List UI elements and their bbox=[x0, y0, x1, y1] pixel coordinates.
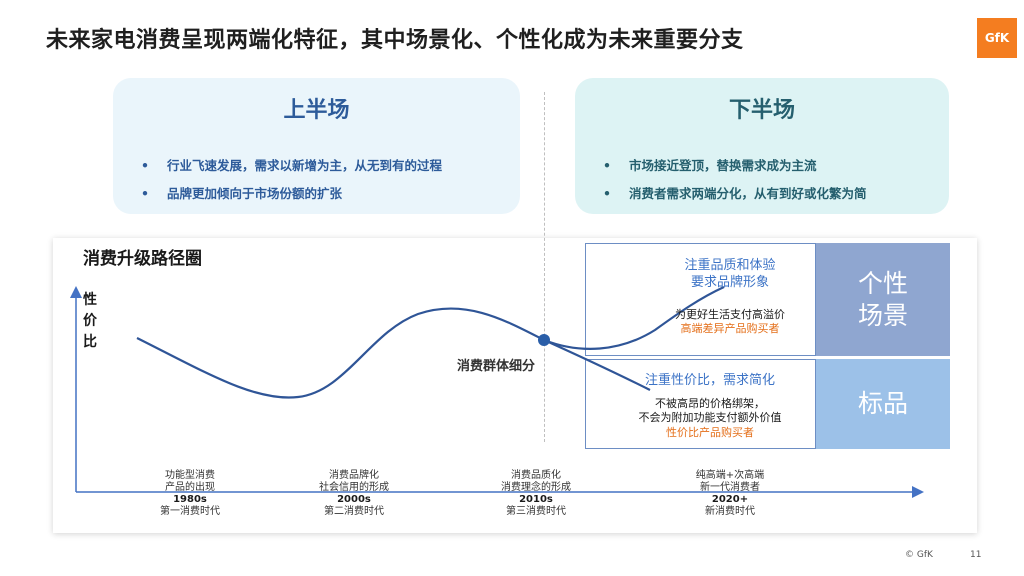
first-half-title: 上半场 bbox=[283, 98, 350, 123]
chart-title: 消费升级路径圈 bbox=[83, 249, 202, 269]
era-2000s: 消费品牌化 社会信用的形成 2000s 第二消费时代 bbox=[319, 470, 389, 517]
value-heading: 注重性价比，需求简化 bbox=[644, 373, 775, 388]
bullet-icon: • bbox=[141, 186, 149, 201]
era-2020plus: 纯高端+次高端 新一代消费者 2020+ 新消费时代 bbox=[695, 470, 765, 517]
era-2010s: 消费品质化 消费理念的形成 2010s 第三消费时代 bbox=[501, 470, 571, 517]
second-half-card: 下半场 •市场接近登顶，替换需求成为主流 •消费者需求两端分化，从有到好或化繁为… bbox=[575, 78, 949, 214]
premium-heading-1: 注重品质和体验 bbox=[684, 258, 776, 273]
premium-buyers: 高端差异产品购买者 bbox=[680, 322, 780, 335]
list-item: •消费者需求两端分化，从有到好或化繁为简 bbox=[603, 180, 867, 208]
premium-heading-2: 要求品牌形象 bbox=[690, 275, 769, 290]
second-half-title: 下半场 bbox=[728, 98, 795, 123]
list-item: •市场接近登顶，替换需求成为主流 bbox=[603, 152, 867, 180]
standard-product-tag: 标品 bbox=[816, 359, 950, 449]
half-divider bbox=[544, 92, 545, 442]
bullet-icon: • bbox=[603, 158, 611, 173]
y-axis-label: 性 价 比 bbox=[83, 292, 97, 350]
footer-copyright: © GfK bbox=[905, 550, 933, 560]
list-item: •行业飞速发展，需求以新增为主，从无到有的过程 bbox=[141, 152, 442, 180]
era-1980s: 功能型消费 产品的出现 1980s 第一消费时代 bbox=[160, 470, 220, 517]
personalized-scenario-tag: 个性 场景 bbox=[816, 243, 950, 356]
value-buyers: 性价比产品购买者 bbox=[666, 426, 754, 439]
standard-box bbox=[585, 359, 816, 449]
second-half-list: •市场接近登顶，替换需求成为主流 •消费者需求两端分化，从有到好或化繁为简 bbox=[603, 152, 867, 208]
segmentation-label: 消费群体细分 bbox=[457, 359, 536, 374]
value-text-1: 不被高昂的价格绑架， bbox=[655, 397, 765, 410]
gfk-logo: GfK bbox=[977, 18, 1017, 58]
first-half-list: •行业飞速发展，需求以新增为主，从无到有的过程 •品牌更加倾向于市场份额的扩张 bbox=[141, 152, 442, 208]
list-item: •品牌更加倾向于市场份额的扩张 bbox=[141, 180, 442, 208]
premium-text: 为更好生活支付高溢价 bbox=[675, 308, 785, 321]
bullet-icon: • bbox=[603, 186, 611, 201]
page-title: 未来家电消费呈现两端化特征，其中场景化、个性化成为未来重要分支 bbox=[46, 28, 744, 53]
value-text-2: 不会为附加功能支付额外价值 bbox=[638, 411, 782, 424]
bullet-icon: • bbox=[141, 158, 149, 173]
first-half-card: 上半场 •行业飞速发展，需求以新增为主，从无到有的过程 •品牌更加倾向于市场份额… bbox=[113, 78, 520, 214]
page-number: 11 bbox=[970, 550, 982, 560]
